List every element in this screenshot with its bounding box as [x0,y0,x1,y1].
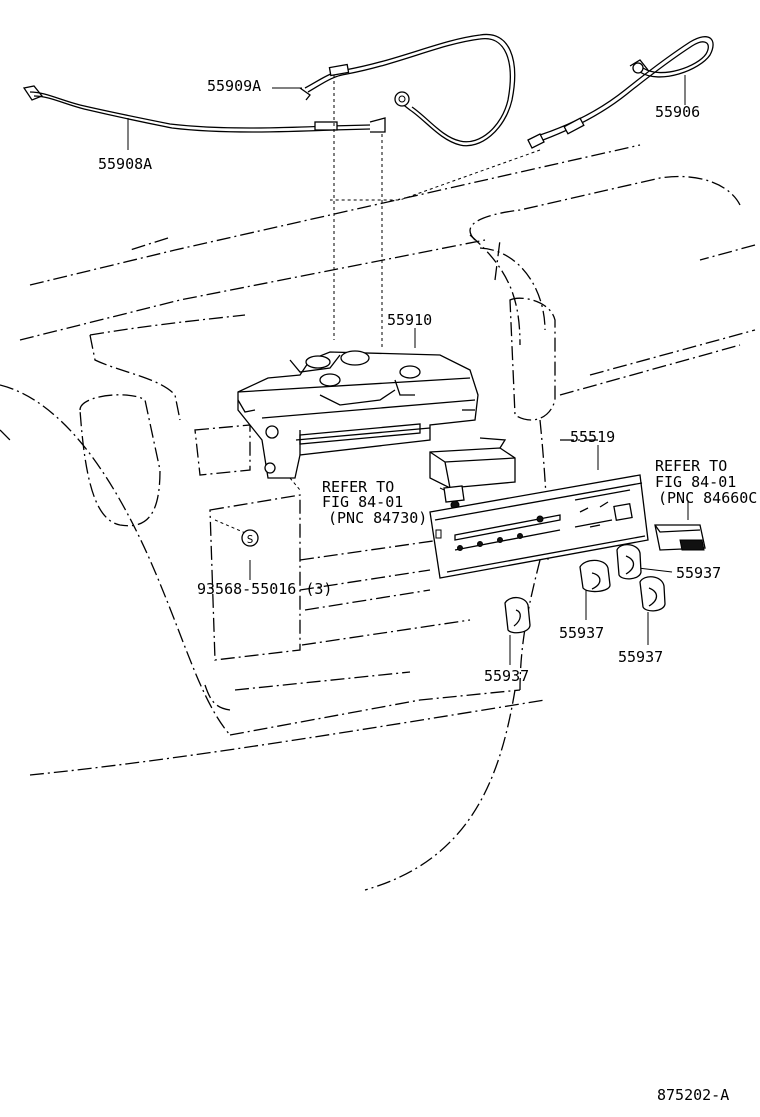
rear-defogger-switch [654,524,706,551]
label-refer2-line3: (PNC 84660C) [658,489,760,507]
label-refer1-line2: FIG 84-01 [322,493,403,511]
label-55910: 55910 [387,311,432,329]
label-55519: 55519 [570,428,615,446]
label-55937-d: 55937 [484,667,529,685]
screw: S [241,529,259,547]
control-panel [429,474,649,579]
label-55909a: 55909A [207,77,261,95]
label-refer2-line2: FIG 84-01 [655,473,736,491]
label-55908a: 55908A [98,155,152,173]
svg-text:S: S [247,533,254,546]
figure-code: 875202-A [657,1086,729,1104]
label-refer1-line1: REFER TO [322,478,394,496]
label-55937-c: 55937 [618,648,663,666]
label-55906: 55906 [655,103,700,121]
label-55937-a: 55937 [676,564,721,582]
label-refer2-line1: REFER TO [655,457,727,475]
label-55937-b: 55937 [559,624,604,642]
heater-control-assembly [237,350,479,479]
cable-55909a [299,33,516,147]
cable-55906 [527,36,714,149]
leader-lines [127,75,689,665]
label-refer1-line3: (PNC 84730) [328,509,427,527]
blower-switch [429,437,516,510]
callout-labels: 55909A 55906 55908A 55910 55519 REFER TO… [98,77,760,1104]
cable-55908a [22,85,386,133]
knobs [504,544,666,634]
label-screw: 93568-55016 (3) [197,580,332,598]
dashboard-outline [0,144,756,891]
